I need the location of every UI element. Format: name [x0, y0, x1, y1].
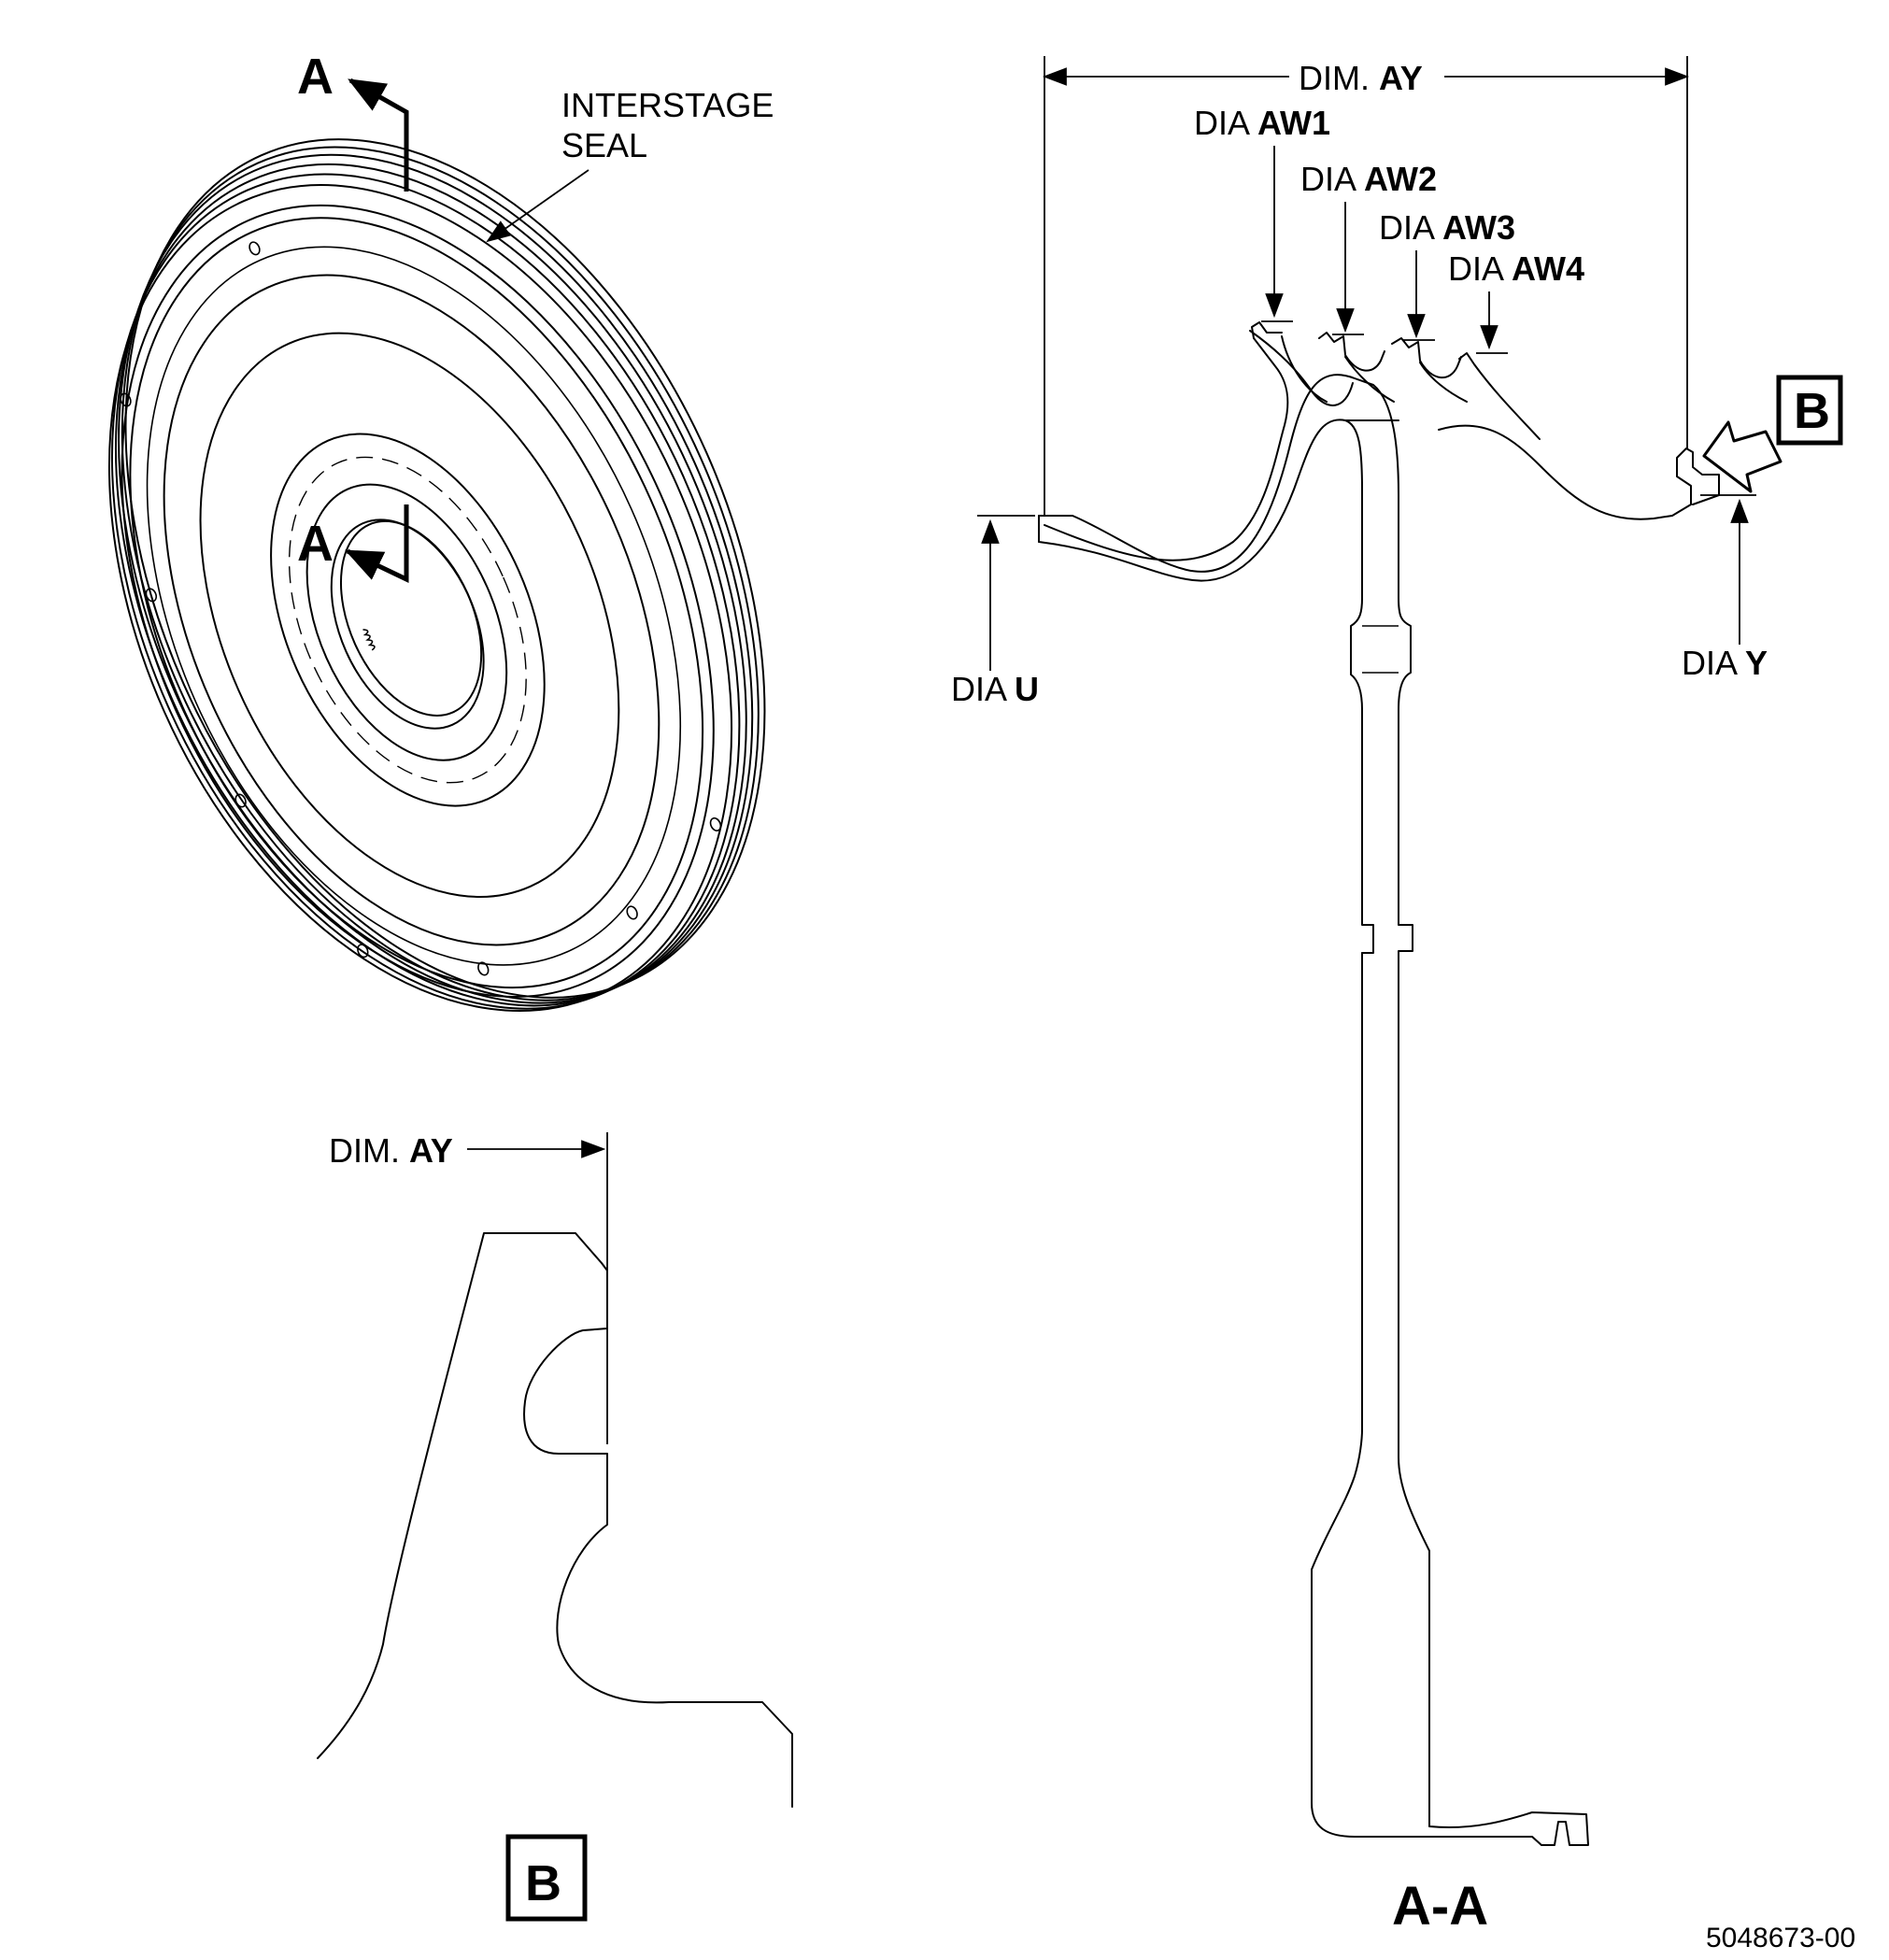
web-rings: [199, 332, 620, 898]
dia-aw1-label: DIA AW1: [1194, 104, 1330, 142]
bolt-holes: [120, 241, 722, 976]
view-b-hollow-arrow: [1702, 420, 1782, 493]
dimension-ay-top: DIM. AY: [1042, 56, 1690, 516]
section-marker-top: A: [297, 49, 334, 105]
knife-edge-1: [1249, 330, 1354, 406]
dimension-y: DIA Y: [1682, 494, 1768, 682]
figure-number: 5048673-00: [1706, 1923, 1855, 1953]
dimension-aw4: DIA AW4: [1448, 249, 1584, 354]
dia-aw3-label: DIA AW3: [1379, 208, 1515, 247]
section-profile-outer: [1038, 374, 1589, 1846]
seal-arm-left: [1044, 321, 1289, 561]
section-a-a: [1038, 321, 1720, 1846]
dia-u-label: DIA U: [951, 670, 1039, 708]
dimension-aw2: DIA AW2: [1300, 160, 1437, 335]
part-name-leader: [486, 169, 589, 243]
detail-view-b: DIM. AY: [317, 1131, 793, 1808]
part-name-line2: SEAL: [561, 126, 647, 164]
dimension-u: DIA U: [951, 515, 1039, 708]
view-b-box-bottom: [505, 1834, 588, 1922]
part-name-callout: INTERSTAGE SEAL: [486, 86, 774, 243]
dimension-aw3: DIA AW3: [1379, 208, 1515, 341]
view-b-box-top: [1776, 375, 1843, 446]
knife-edge-2: [1318, 332, 1385, 372]
dimension-aw1: DIA AW1: [1194, 104, 1330, 322]
dia-aw4-label: DIA AW4: [1448, 249, 1584, 288]
detail-profile: [317, 1232, 793, 1808]
view-b-label-top: B: [1794, 383, 1830, 439]
view-b-label-bottom: B: [525, 1855, 561, 1911]
section-marker-mid: A: [297, 516, 334, 572]
bore: [330, 518, 485, 730]
cutting-plane-top: A: [297, 49, 409, 192]
cutting-plane-mid: A: [297, 504, 409, 583]
flange-rings: [121, 204, 715, 998]
dim-ay-label: DIM. AY: [1299, 59, 1423, 97]
dia-y-label: DIA Y: [1682, 644, 1768, 682]
arm-inner: [1281, 335, 1328, 403]
dia-aw2-label: DIA AW2: [1300, 160, 1437, 198]
view-b-indicator: B: [1702, 375, 1843, 493]
part-name-line1: INTERSTAGE: [561, 86, 774, 124]
isometric-view: [108, 138, 766, 1012]
arm-inner-3: [1419, 362, 1468, 403]
dim-ay-detail-label: DIM. AY: [329, 1131, 453, 1170]
arm-inner-2: [1344, 356, 1395, 403]
outer-rim: [108, 138, 766, 1012]
seal-arm-right: [1438, 424, 1720, 520]
bore-boss: [1361, 952, 1399, 1458]
knife-edge-4: [1458, 352, 1541, 440]
section-title: A-A: [1392, 1876, 1488, 1937]
knife-edge-3: [1391, 337, 1462, 379]
